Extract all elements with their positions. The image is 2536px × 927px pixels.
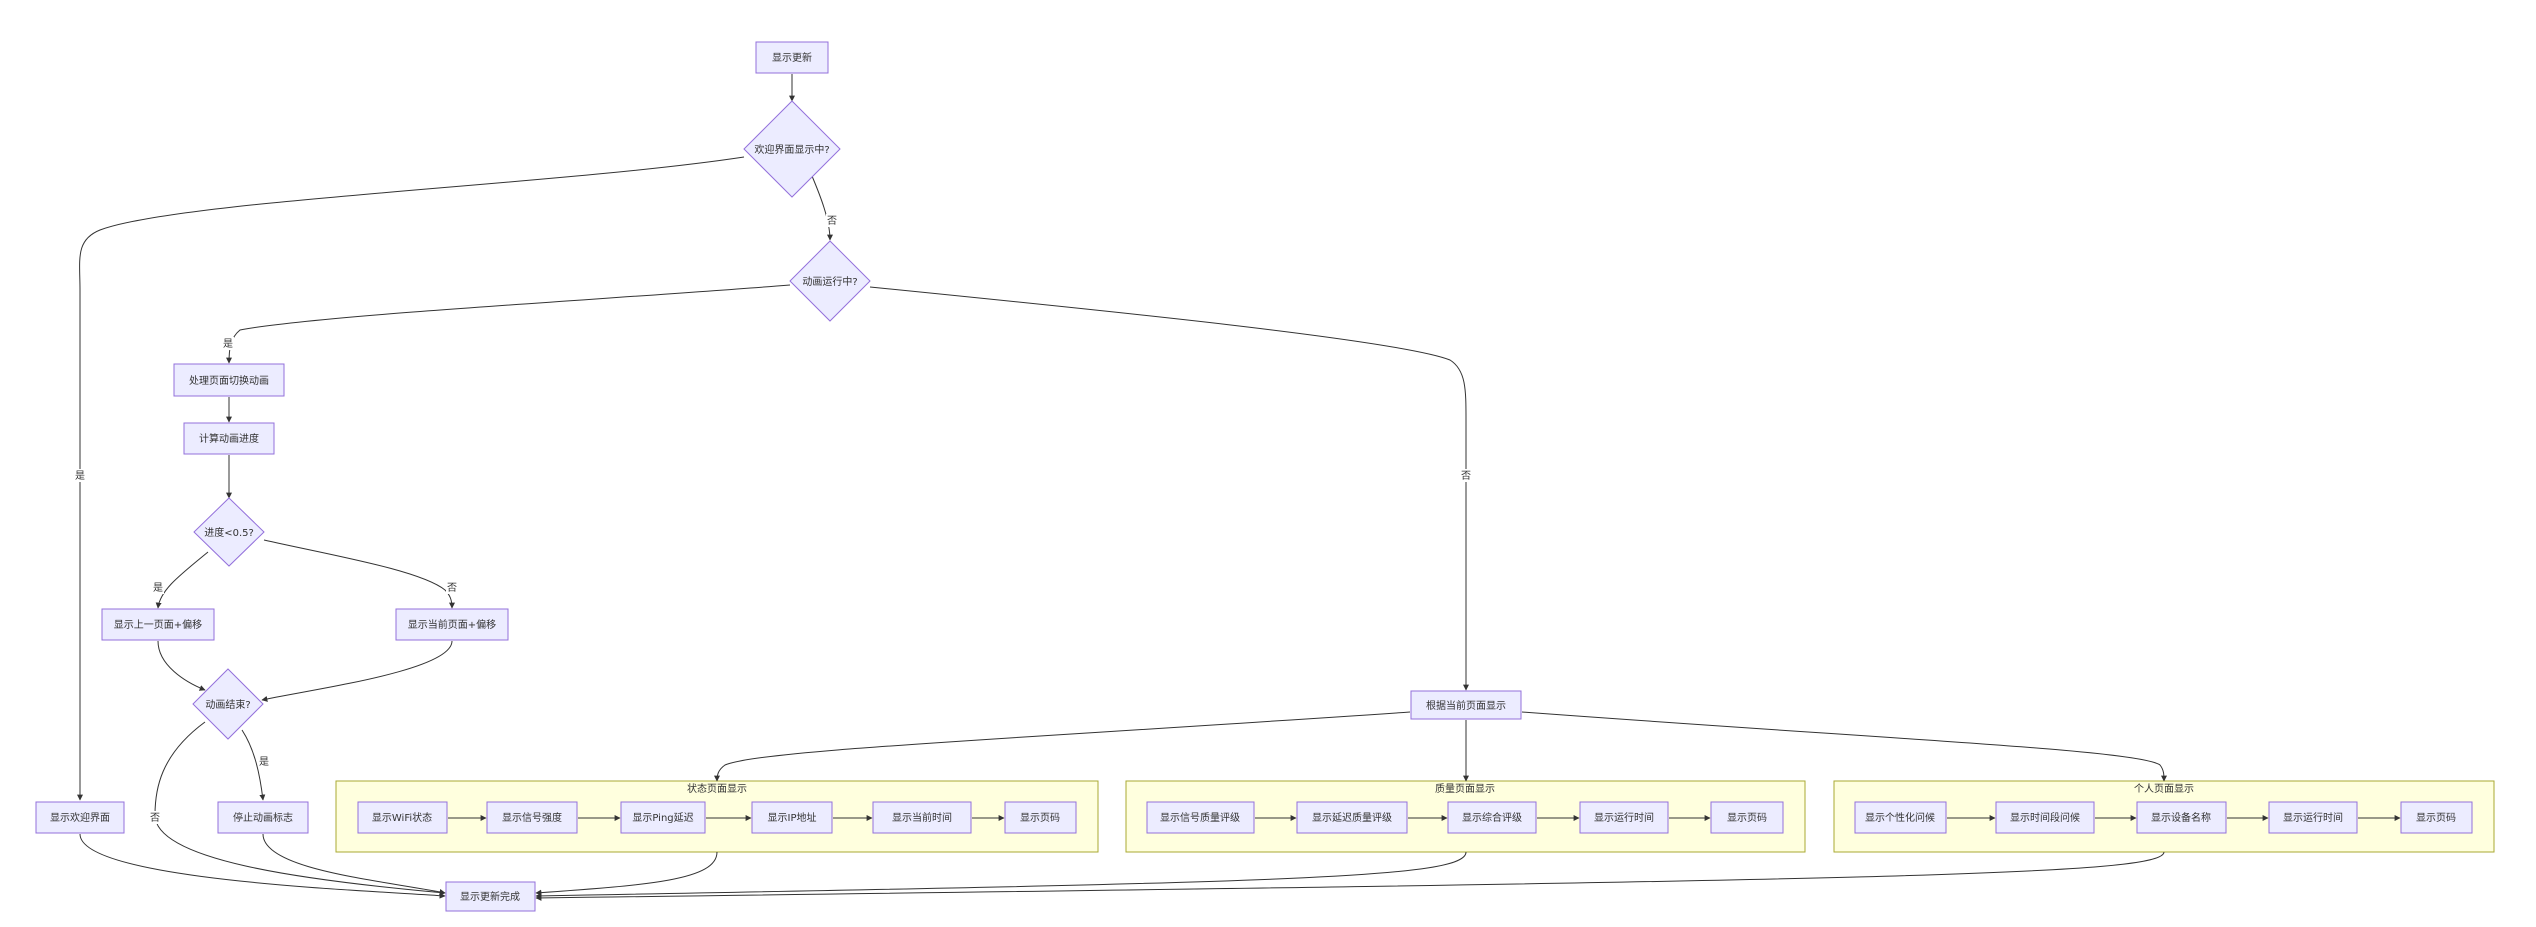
svg-text:显示信号质量评级: 显示信号质量评级 [1160,812,1240,824]
edge-labels: 否 是 是 否 是 否 是 否 [74,214,1472,824]
node-s2-runtime: 显示运行时间 [1579,801,1669,834]
node-s1-ping: 显示Ping延迟 [620,801,706,834]
edge-stop-to-done [262,833,446,895]
edge-curr-to-end-q [261,640,453,702]
decision-welcome-showing-label: 欢迎界面显示中? [754,143,829,156]
edge-bypage-to-status [714,711,1411,782]
edges [77,74,2401,901]
node-s3-period: 显示时间段问候 [1995,801,2095,834]
node-s1-page: 显示页码 [1004,801,1077,834]
svg-text:显示运行时间: 显示运行时间 [2283,811,2343,824]
node-show-by-page: 根据当前页面显示 [1410,690,1522,720]
node-s1-ip: 显示IP地址 [751,801,833,834]
edge-label-progress-no: 否 [446,581,458,594]
node-s3-greet: 显示个性化问候 [1854,801,1947,834]
decision-progress-half-label: 进度<0.5? [204,526,254,539]
svg-text:显示页码: 显示页码 [1020,812,1060,824]
node-s1-time: 显示当前时间 [872,801,972,834]
decision-welcome-showing: 欢迎界面显示中? [743,100,841,198]
svg-text:显示当前时间: 显示当前时间 [892,811,952,824]
svg-text:否: 否 [150,812,160,824]
svg-text:否: 否 [827,215,837,227]
node-stop-animation: 停止动画标志 [217,801,309,834]
svg-text:显示设备名称: 显示设备名称 [2151,811,2211,824]
edge-end-q-yes [241,729,266,801]
decision-animation-running-label: 动画运行中? [802,275,857,288]
svg-text:显示综合评级: 显示综合评级 [1462,811,1522,824]
edge-quality-to-done [535,851,1467,899]
decision-animation-running: 动画运行中? [789,240,871,322]
edge-welcome-to-done [79,833,446,899]
edge-progress-no [263,539,455,609]
edge-label-welcome-yes: 是 [74,469,86,482]
cluster-personal-page-label: 个人页面显示 [2134,783,2194,795]
edge-prev-to-end-q [157,640,206,691]
svg-text:否: 否 [447,582,457,594]
node-s2-overall: 显示综合评级 [1447,801,1537,834]
svg-text:显示IP地址: 显示IP地址 [768,811,817,824]
node-s2-quality: 显示信号质量评级 [1146,801,1255,834]
cluster-quality-page-label: 质量页面显示 [1435,783,1495,795]
svg-text:显示信号强度: 显示信号强度 [502,811,562,824]
svg-text:显示个性化问候: 显示个性化问候 [1865,811,1935,824]
edge-label-welcome-no: 否 [826,214,838,227]
edge-bypage-to-personal [1521,711,2167,782]
edge-label-anim-yes: 是 [222,337,234,350]
node-s1-wifi: 显示WiFi状态 [357,801,448,834]
svg-text:显示时间段问候: 显示时间段问候 [2010,811,2080,824]
node-s2-page: 显示页码 [1710,801,1784,834]
node-s2-latency: 显示延迟质量评级 [1296,801,1408,834]
node-s3-page: 显示页码 [2400,801,2473,834]
node-display-update: 显示更新 [755,41,829,74]
svg-text:显示Ping延迟: 显示Ping延迟 [632,811,693,824]
decision-progress-half: 进度<0.5? [193,497,265,567]
node-show-by-page-label: 根据当前页面显示 [1426,699,1506,712]
node-handle-animation: 处理页面切换动画 [173,363,285,397]
edge-progress-yes [155,551,209,609]
node-show-welcome-label: 显示欢迎界面 [50,811,110,824]
cluster-status-page-label: 状态页面显示 [687,782,747,795]
node-s3-runtime: 显示运行时间 [2268,801,2358,834]
edge-welcome-q-no [811,175,833,241]
edge-welcome-q-yes [77,156,745,801]
svg-text:显示运行时间: 显示运行时间 [1594,811,1654,824]
node-calc-progress: 计算动画进度 [183,422,275,455]
svg-text:显示页码: 显示页码 [2416,812,2456,824]
svg-text:是: 是 [259,756,269,768]
edge-label-end-no: 否 [149,811,161,824]
node-calc-progress-label: 计算动画进度 [199,432,259,445]
node-handle-animation-label: 处理页面切换动画 [189,374,269,387]
decision-animation-end-label: 动画结束? [205,698,250,711]
node-show-prev-page-label: 显示上一页面+偏移 [114,618,202,631]
node-show-curr-page: 显示当前页面+偏移 [395,608,509,641]
node-show-curr-page-label: 显示当前页面+偏移 [408,618,496,631]
edge-label-anim-no: 否 [1460,469,1472,482]
node-s1-signal: 显示信号强度 [486,801,578,834]
edge-anim-q-no [869,286,1469,691]
node-display-update-label: 显示更新 [772,51,812,64]
svg-text:显示页码: 显示页码 [1727,812,1767,824]
edge-label-progress-yes: 是 [152,581,164,594]
node-update-done: 显示更新完成 [445,881,536,912]
edge-label-end-yes: 是 [258,755,270,768]
node-stop-animation-label: 停止动画标志 [233,811,293,824]
svg-text:是: 是 [153,582,163,594]
node-show-prev-page: 显示上一页面+偏移 [101,608,215,641]
node-s3-device: 显示设备名称 [2136,801,2227,834]
svg-text:否: 否 [1461,470,1471,482]
edge-end-q-no [154,721,446,896]
edge-personal-to-done [535,851,2165,901]
decision-animation-end: 动画结束? [192,668,264,740]
cluster-status-page: 状态页面显示 [335,780,1099,853]
svg-text:显示WiFi状态: 显示WiFi状态 [372,811,432,824]
svg-text:是: 是 [75,470,85,482]
node-show-welcome: 显示欢迎界面 [35,801,125,834]
edge-status-to-done [535,851,718,896]
edge-anim-q-yes [226,284,791,364]
svg-text:是: 是 [223,338,233,350]
node-update-done-label: 显示更新完成 [460,890,520,903]
svg-text:显示延迟质量评级: 显示延迟质量评级 [1312,811,1392,824]
